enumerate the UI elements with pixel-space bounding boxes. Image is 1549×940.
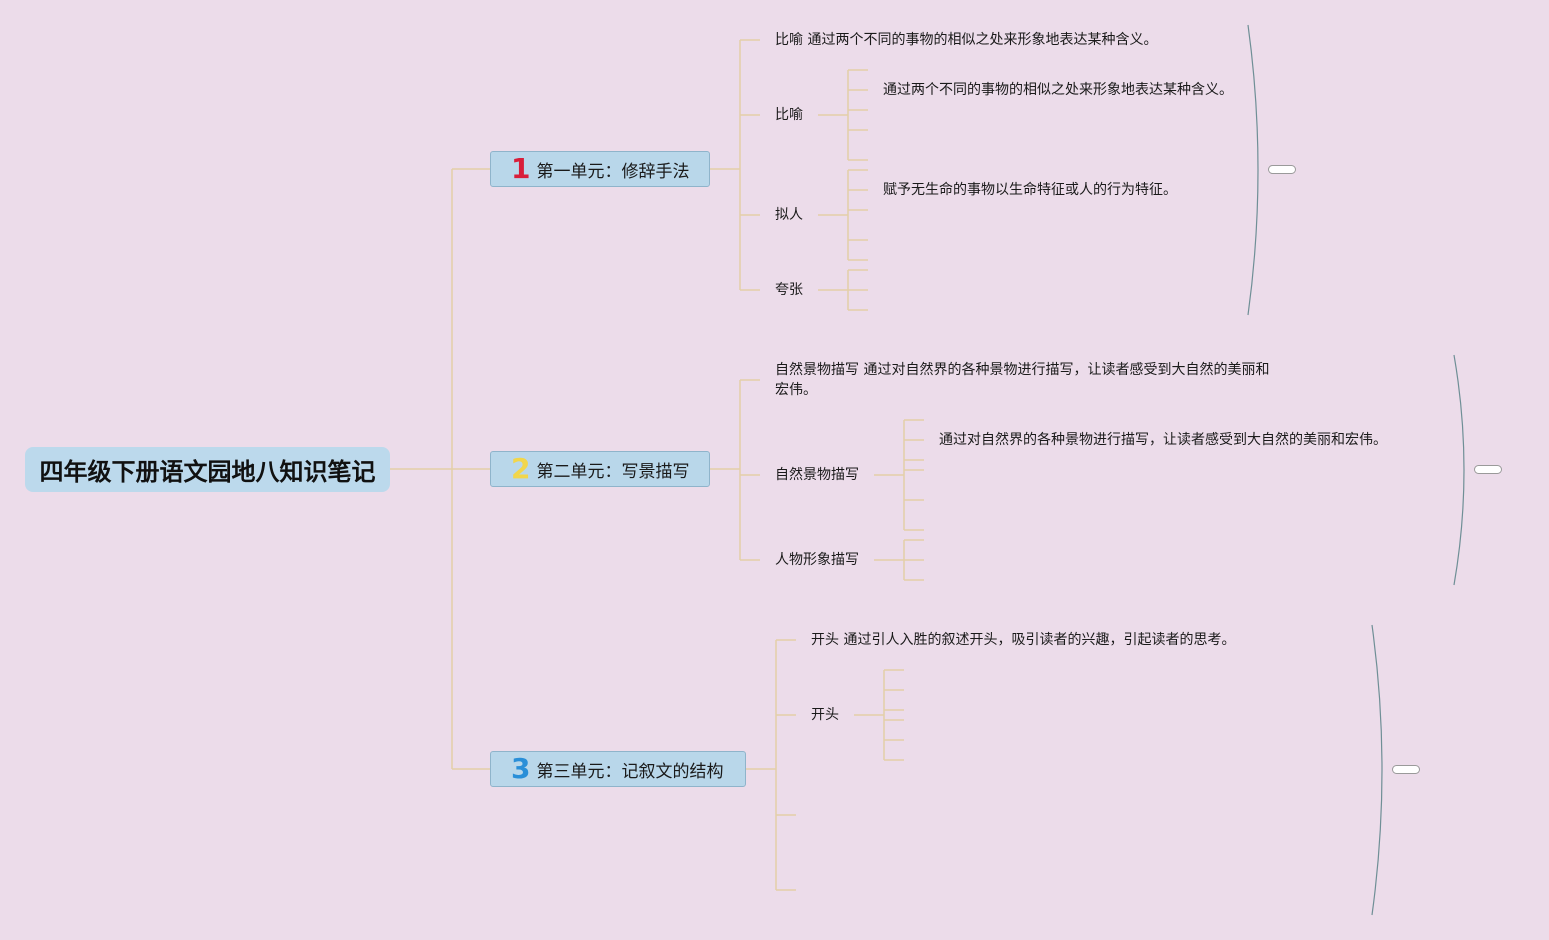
- unit1-branch-hyperbole[interactable]: 夸张: [775, 282, 803, 298]
- summary-bracket-unit1: [1247, 24, 1259, 316]
- unit-3-number: 3: [511, 752, 531, 785]
- unit2-summary[interactable]: 自然景物描写 通过对自然界的各种景物进行描写，让读者感受到大自然的美丽和宏伟。: [775, 362, 1270, 398]
- unit-3-topic[interactable]: 3 第三单元：记叙文的结构: [490, 751, 746, 787]
- unit2-nature-detail[interactable]: 通过对自然界的各种景物进行描写，让读者感受到大自然的美丽和宏伟。: [939, 432, 1387, 448]
- unit1-branch-personification[interactable]: 拟人: [775, 207, 803, 223]
- unit-2-label: 第二单元：写景描写: [536, 461, 690, 482]
- root-title: 四年级下册语文园地八知识笔记: [39, 458, 376, 486]
- unit1-branch-simile[interactable]: 比喻: [775, 107, 803, 123]
- summary-bracket-unit2: [1453, 354, 1465, 586]
- unit-1-label: 第一单元：修辞手法: [536, 161, 690, 182]
- unit-2-number: 2: [511, 452, 531, 485]
- summary-bracket-unit3: [1371, 624, 1383, 916]
- unit3-branch-opening[interactable]: 开头: [811, 707, 839, 723]
- unit-1-topic[interactable]: 1 第一单元：修辞手法: [490, 151, 710, 187]
- unit-1-number: 1: [511, 152, 531, 185]
- unit1-summary[interactable]: 比喻 通过两个不同的事物的相似之处来形象地表达某种含义。: [775, 32, 1158, 48]
- unit1-simile-detail[interactable]: 通过两个不同的事物的相似之处来形象地表达某种含义。: [883, 82, 1233, 98]
- summary-pill-unit3[interactable]: [1392, 765, 1420, 774]
- unit2-branch-nature[interactable]: 自然景物描写: [775, 467, 859, 483]
- unit-2-topic[interactable]: 2 第二单元：写景描写: [490, 451, 710, 487]
- summary-pill-unit1[interactable]: [1268, 165, 1296, 174]
- unit3-summary[interactable]: 开头 通过引人入胜的叙述开头，吸引读者的兴趣，引起读者的思考。: [811, 632, 1236, 648]
- summary-pill-unit2[interactable]: [1474, 465, 1502, 474]
- unit-3-label: 第三单元：记叙文的结构: [536, 761, 724, 782]
- unit1-personification-detail[interactable]: 赋予无生命的事物以生命特征或人的行为特征。: [883, 182, 1177, 198]
- unit2-branch-character[interactable]: 人物形象描写: [775, 552, 859, 568]
- root-topic[interactable]: 四年级下册语文园地八知识笔记: [25, 447, 390, 492]
